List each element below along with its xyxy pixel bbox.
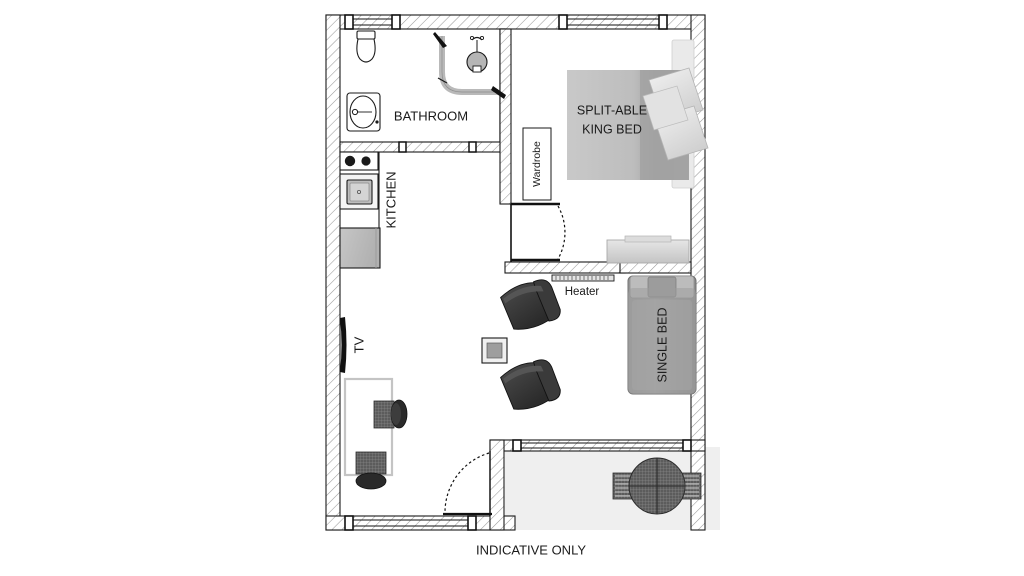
- shower-screen: [433, 32, 506, 99]
- bedhead-shelf: [606, 235, 690, 264]
- entry-door: [443, 451, 492, 516]
- plan-caption: INDICATIVE ONLY: [476, 542, 586, 557]
- interior-walls: [339, 28, 692, 274]
- heater-fixture: [551, 274, 615, 282]
- wardrobe-label: Wardrobe: [531, 141, 543, 187]
- king-pillows: [642, 67, 709, 161]
- side-table-fixture: [481, 337, 508, 364]
- patio-table: [628, 457, 686, 515]
- wardrobe-fixture: Wardrobe: [522, 127, 552, 201]
- bedroom: SPLIT-ABLE KING BED Wardrobe: [522, 39, 709, 201]
- tv-fixture: [340, 317, 347, 373]
- bathroom: BATHROOM: [346, 30, 506, 132]
- king-bed-label-line2: KING BED: [582, 122, 642, 136]
- window-bottom: [344, 515, 477, 531]
- washbasin-fixture: [466, 35, 488, 73]
- kitchen-label: KITCHEN: [383, 171, 398, 228]
- living-area: TV: [340, 274, 615, 516]
- armchair-lower: [500, 359, 561, 410]
- cooktop-fixture: [339, 151, 379, 171]
- luggage-bench-fixture: [355, 451, 387, 490]
- bathroom-label: BATHROOM: [394, 108, 468, 123]
- king-bed-fixture: SPLIT-ABLE KING BED: [567, 39, 709, 189]
- tv-label: TV: [351, 336, 366, 353]
- kitchen: KITCHEN: [339, 151, 398, 269]
- heater-label: Heater: [565, 286, 600, 298]
- bathtub-fixture: [346, 92, 381, 132]
- single-bed-alcove: SINGLE BED: [606, 235, 697, 395]
- fridge-fixture: [339, 227, 381, 269]
- patio-furniture: [612, 457, 702, 515]
- single-bed-label: SINGLE BED: [655, 307, 669, 382]
- toilet-fixture: [356, 30, 376, 63]
- sink-fixture: [339, 173, 379, 210]
- king-bed-label-line1: SPLIT-ABLE: [577, 103, 647, 117]
- window-patio-top: [512, 439, 692, 452]
- single-bed-fixture: SINGLE BED: [627, 275, 697, 395]
- window-top-left: [344, 14, 401, 30]
- patio-chair-left: [612, 472, 634, 500]
- window-top-right: [558, 14, 668, 30]
- armchair-upper: [500, 279, 561, 330]
- patio-chair-right: [680, 472, 702, 500]
